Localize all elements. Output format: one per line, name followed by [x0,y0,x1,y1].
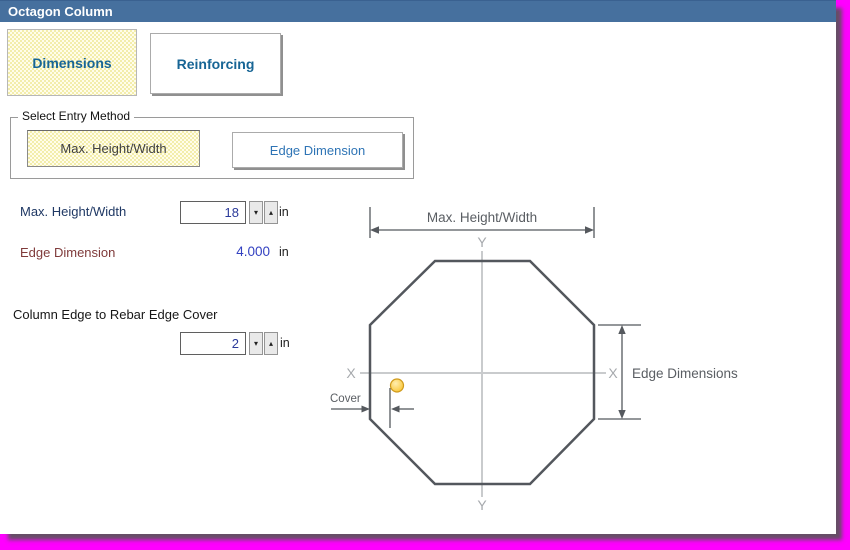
edge-dimension-unit: in [279,245,289,259]
x-axis-label-right: X [608,365,618,381]
cover-spin-down-icon[interactable]: ▾ [249,332,263,355]
edge-dimension-label: Edge Dimension [20,245,116,260]
entry-edge-dimension-button[interactable]: Edge Dimension [232,132,403,168]
max-height-width-dimension [369,207,595,238]
octagon-outline [368,259,596,486]
x-axis-label-left: X [346,365,356,381]
cover-spin-up-icon[interactable]: ▴ [264,332,278,355]
edge-dimension-value: 4.000 [236,244,270,259]
max-height-width-unit: in [279,205,289,219]
entry-method-group: Select Entry Method Max. Height/Width Ed… [10,109,414,179]
octagon-column-window: Octagon Column Dimensions Reinforcing Se… [0,0,836,534]
cover-input[interactable] [180,332,246,355]
max-height-width-spin-down-icon[interactable]: ▾ [249,201,263,224]
y-axis-label-top: Y [477,234,487,250]
entry-max-height-width-button[interactable]: Max. Height/Width [27,130,200,167]
edge-dimension-lines [598,324,641,420]
cover-arrow-right-icon [361,405,370,413]
tab-dimensions[interactable]: Dimensions [7,29,137,96]
rebar-dot[interactable] [389,378,405,393]
entry-method-legend: Select Entry Method [18,109,135,123]
cover-unit: in [280,336,290,350]
window-titlebar[interactable]: Octagon Column [0,0,836,22]
diagram-cover-label: Cover [330,393,361,405]
dim-arrow-right-icon [585,226,594,234]
cover-dimension-lines [331,388,414,428]
max-height-width-input[interactable] [180,201,246,224]
max-height-width-spin-up-icon[interactable]: ▴ [264,201,278,224]
octagon-diagram: Max. Height/Width Y Y X X Edge Dimension… [330,207,738,513]
cover-label: Column Edge to Rebar Edge Cover [13,307,218,322]
window-title: Octagon Column [8,4,113,19]
diagram-edge-dimensions-label: Edge Dimensions [632,366,738,381]
tab-reinforcing[interactable]: Reinforcing [150,33,281,94]
edge-dim-arrow-down-icon [618,410,626,419]
diagram-max-height-width-label: Max. Height/Width [427,210,537,225]
max-height-width-label: Max. Height/Width [20,204,127,219]
cover-arrow-left-icon [391,405,400,413]
edge-dim-arrow-up-icon [618,325,626,334]
y-axis-label-bottom: Y [477,497,487,513]
dim-arrow-left-icon [370,226,379,234]
